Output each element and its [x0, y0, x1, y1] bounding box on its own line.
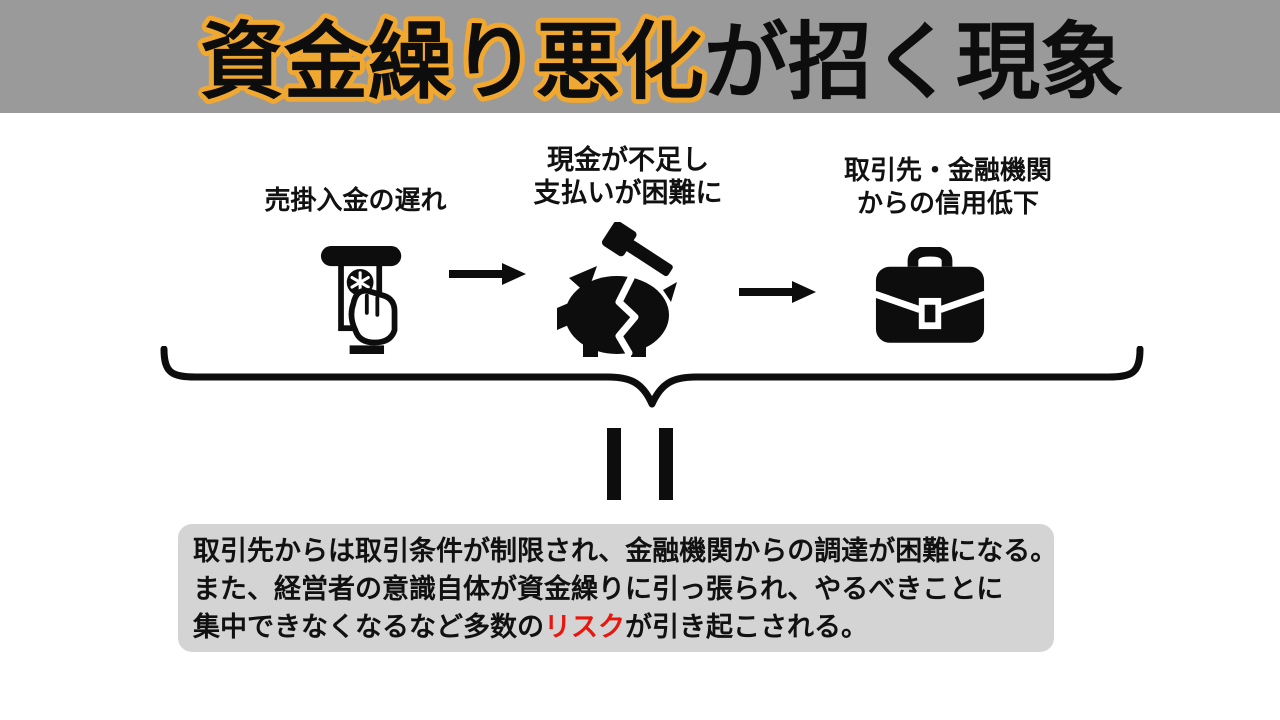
crack-shape — [615, 274, 639, 357]
summary-line3-after: が引き起こされる。 — [625, 612, 868, 642]
curly-underbrace-icon — [160, 346, 1144, 408]
broken-piggy-bank-hammer-icon — [557, 222, 677, 357]
briefcase-icon — [874, 247, 986, 343]
summary-line3: 集中できなくなるなど多数のリスクが引き起こされる。 — [193, 608, 1044, 646]
summary-risk-text: リスク — [544, 612, 625, 642]
equals-icon — [607, 428, 673, 500]
summary-box: 取引先からは取引条件が制限され、金融機関からの調達が困難になる。 また、経営者の… — [178, 524, 1057, 652]
right-arrow-icon — [449, 263, 526, 285]
step3-label: 取引先・金融機関 からの信用低下 — [828, 154, 1068, 220]
summary-line1: 取引先からは取引条件が制限され、金融機関からの調達が困難になる。 — [193, 532, 1057, 570]
step3-label-line1: 取引先・金融機関 — [843, 155, 1052, 185]
step1-label: 売掛入金の遅れ — [238, 184, 473, 217]
hammer-shape — [601, 222, 673, 277]
hand-shape — [348, 287, 398, 346]
header-banner: 資金繰り悪化 資金繰り悪化 が招く現象 — [0, 0, 1280, 113]
atm-cash-withdrawal-icon — [320, 246, 402, 354]
piggy-bank-shape — [557, 266, 677, 357]
summary-line1-text: 取引先からは取引条件が制限され、金融機関からの調達が困難になる。 — [193, 536, 1058, 566]
hand-finger-lines — [364, 293, 380, 317]
step2-label-line1: 現金が不足し — [547, 145, 709, 175]
step3-label-line2: からの信用低下 — [856, 188, 1039, 218]
briefcase-flap-line — [874, 290, 986, 313]
step2-label-line2: 支払いが困難に — [533, 178, 723, 208]
atm-slot-shape — [320, 246, 402, 267]
equals-bar-right — [659, 428, 673, 500]
briefcase-latch-inner — [924, 304, 936, 323]
page-title-highlight: 資金繰り悪化 — [200, 15, 704, 109]
briefcase-handle-shape — [907, 247, 953, 267]
step1-label-line1: 売掛入金の遅れ — [264, 185, 447, 215]
page-title-highlight-outline: 資金繰り悪化 — [200, 15, 704, 109]
equals-bar-left — [607, 428, 621, 500]
page-title-rest: が招く現象 — [704, 15, 1124, 109]
summary-line2: また、経営者の意識自体が資金繰りに引っ張られ、やるべきことに — [193, 570, 1044, 608]
page-title: 資金繰り悪化 資金繰り悪化 が招く現象 — [195, 10, 1124, 113]
summary-line3-before: 集中できなくなるなど多数の — [193, 612, 544, 642]
summary-line2-text: また、経営者の意識自体が資金繰りに引っ張られ、やるべきことに — [193, 574, 1004, 604]
icon-base-shape — [349, 345, 385, 354]
step2-label: 現金が不足し 支払いが困難に — [518, 144, 738, 210]
right-arrow-icon — [739, 281, 816, 303]
